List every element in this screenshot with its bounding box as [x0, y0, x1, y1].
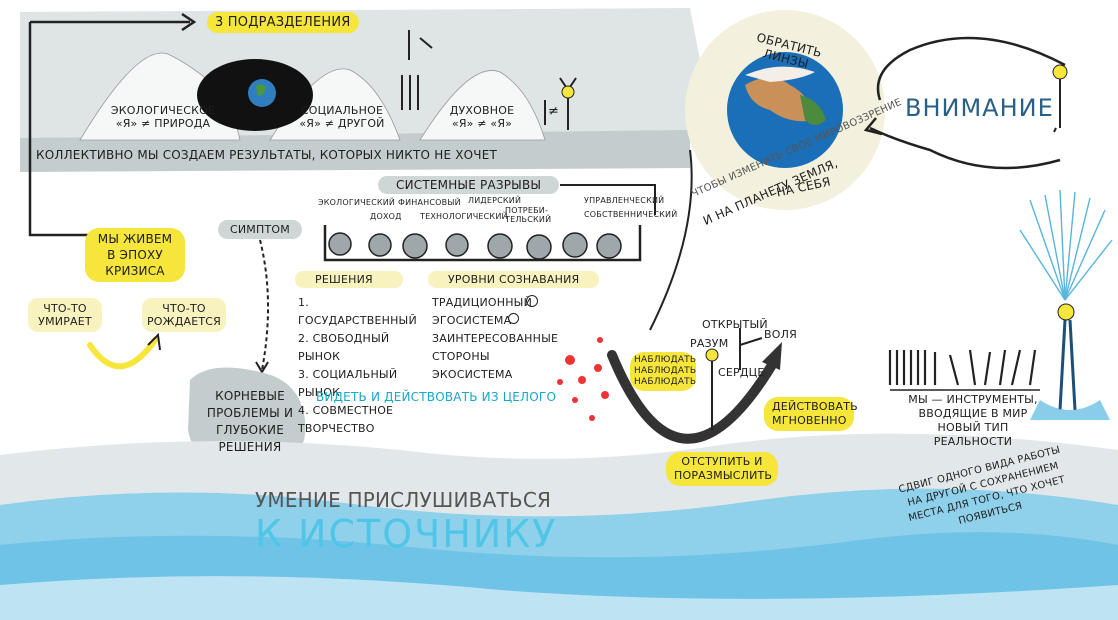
solution-item: 4. совместное творчество	[298, 404, 394, 435]
ecological-label: экологическое «я» ≠ природа	[108, 104, 218, 130]
we-live-in-crisis: мы живем в эпоху кризиса	[85, 228, 185, 282]
listening-line1: умение прислушиваться	[255, 488, 552, 512]
something-born: что-то рождается	[142, 298, 226, 332]
gap-circle-8	[596, 233, 622, 259]
root-problems: корневые проблемы и глубокие решения	[206, 389, 294, 454]
spiritual-label: духовное «я» ≠ «я»	[432, 104, 532, 130]
open-label: открытый	[702, 318, 768, 331]
awareness-item: традиционный	[432, 296, 533, 309]
social-name: социальное	[300, 104, 384, 117]
awareness-list: традиционный эгосистема заинтересованные…	[432, 294, 559, 384]
system-gaps-title: системные разрывы	[378, 176, 560, 194]
something-dying: что-то умирает	[28, 298, 102, 332]
heart-label: сердце	[718, 366, 765, 379]
observe-label: наблюдать наблюдать наблюдать	[630, 352, 696, 391]
traditional-target-icon	[526, 295, 538, 307]
gap-label-leadership: лидерский	[468, 196, 522, 205]
gap-label-financial: финансовый	[398, 198, 461, 207]
retreat-label: отступить и поразмыслить	[666, 452, 778, 486]
attention-label: внимание	[905, 94, 1054, 122]
three-subdivisions-title: 3 подразделения	[207, 12, 359, 33]
gap-circle-3	[402, 233, 428, 259]
social-label: социальное «я» ≠ другой	[292, 104, 392, 130]
gap-label-consumer: потреби-тельский	[505, 206, 552, 224]
awareness-item: экосистема	[432, 368, 513, 381]
see-act-whole: видеть и действовать из целого	[316, 390, 557, 404]
gap-circle-6	[526, 234, 552, 260]
spiritual-name: духовное	[449, 104, 515, 117]
instruments-label: мы — инструменты, вводящие в мир новый т…	[908, 393, 1038, 448]
gap-circle-4	[445, 233, 469, 257]
awareness-item: эгосистема	[432, 314, 512, 327]
gap-label-ecological: экологический	[318, 198, 396, 207]
ecological-formula: «я» ≠ природа	[115, 117, 211, 130]
egosystem-target-icon	[508, 313, 519, 324]
awareness-item: заинтересованные стороны	[432, 332, 559, 363]
solution-item: 1. государственный	[298, 296, 417, 327]
spiritual-formula: «я» ≠ «я»	[451, 117, 513, 130]
social-formula: «я» ≠ другой	[299, 117, 385, 130]
gap-circle-1	[328, 232, 352, 256]
awareness-title: уровни сознавания	[428, 271, 600, 288]
gap-circle-2	[368, 233, 392, 257]
solutions-title: решения	[295, 271, 403, 288]
neq-symbol: ≠	[548, 104, 559, 119]
listening-line2: к источнику	[255, 512, 558, 556]
system-gap-circles	[328, 232, 622, 260]
symptom-label: симптом	[218, 220, 302, 239]
gap-circle-5	[487, 233, 513, 259]
solution-item: 2. свободный рынок	[298, 332, 390, 363]
collective-statement: коллективно мы создаем результаты, котор…	[36, 148, 498, 162]
will-label: воля	[764, 328, 797, 341]
gap-label-income: доход	[370, 212, 402, 221]
gap-label-management: управленческий	[584, 196, 665, 205]
mind-label: разум	[690, 337, 729, 350]
ecological-name: экологическое	[110, 104, 216, 117]
act-now-label: действовать мгновенно	[764, 397, 858, 431]
solutions-list: 1. государственный 2. свободный рынок 3.…	[298, 294, 423, 438]
solution-item: 3. социальный рынок	[298, 368, 398, 399]
gap-label-ownership: собственнический	[584, 210, 678, 219]
gap-circle-7	[562, 232, 588, 258]
gap-label-technological: технологический	[420, 212, 508, 221]
